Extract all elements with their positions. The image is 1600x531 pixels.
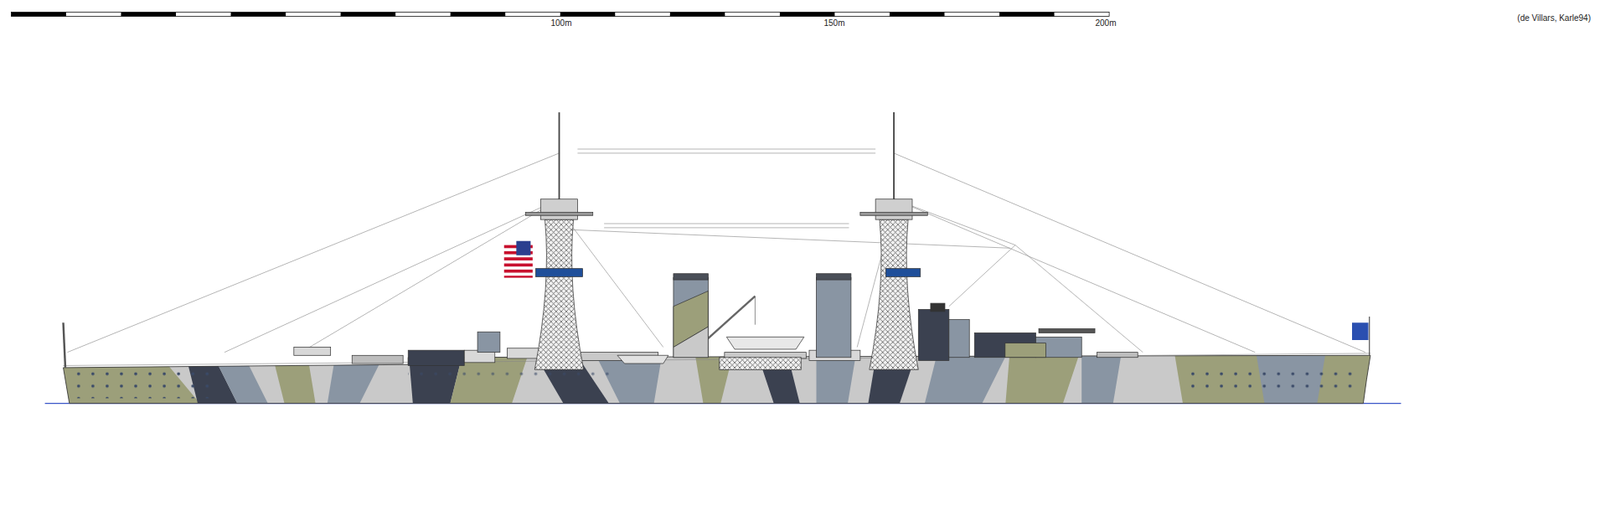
lattice-masts: [525, 112, 928, 370]
scale-label: 100m: [549, 18, 573, 29]
scale-label: 200m: [1094, 18, 1117, 29]
credit-note: (de Villars, Karle94): [1516, 13, 1592, 24]
funnels: [673, 273, 852, 358]
rigging: [67, 149, 1365, 353]
superstructure: [294, 296, 1138, 371]
scale-label: 150m: [822, 18, 846, 29]
flags: [504, 241, 1369, 341]
scale-bar: [10, 12, 1110, 17]
